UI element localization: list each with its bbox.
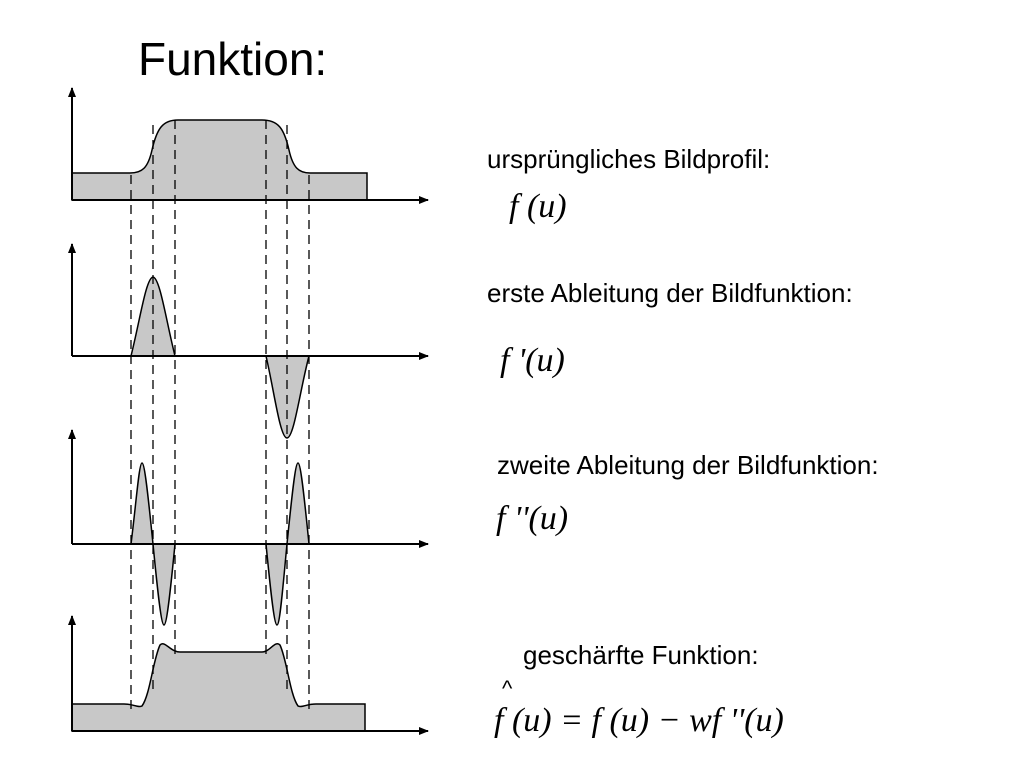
- second-derivative-lobe-2: [152, 543, 176, 626]
- formula-second-derivative: f ''(u): [496, 500, 569, 537]
- row-label-first-derivative: erste Ableitung der Bildfunktion:: [487, 278, 853, 308]
- second-derivative-plot: [68, 429, 429, 626]
- row-label-sharpened: geschärfte Funktion:: [523, 640, 759, 670]
- formula-sharpened: f (u) = f (u) − wf ''(u): [494, 702, 784, 739]
- second-derivative-lobe-3: [265, 543, 288, 626]
- second-derivative-lobe-4: [286, 462, 310, 545]
- formula-original: f (u): [509, 188, 567, 225]
- hat-symbol: ^: [502, 676, 513, 701]
- row-label-original: ursprüngliches Bildprofil:: [487, 144, 771, 174]
- sharpened-function-curve: [71, 643, 366, 732]
- original-profile-plot: [68, 87, 429, 204]
- original-profile-curve: [71, 119, 368, 201]
- second-derivative-lobe-1: [130, 462, 154, 545]
- row-label-second-derivative: zweite Ableitung der Bildfunktion:: [497, 450, 879, 480]
- formula-first-derivative: f '(u): [500, 342, 565, 379]
- page-title: Funktion:: [138, 33, 328, 85]
- guide-lines: [130, 120, 310, 710]
- first-derivative-plot: [68, 243, 429, 439]
- sharpened-function-plot: [68, 615, 429, 735]
- first-derivative-positive-lobe: [130, 276, 176, 357]
